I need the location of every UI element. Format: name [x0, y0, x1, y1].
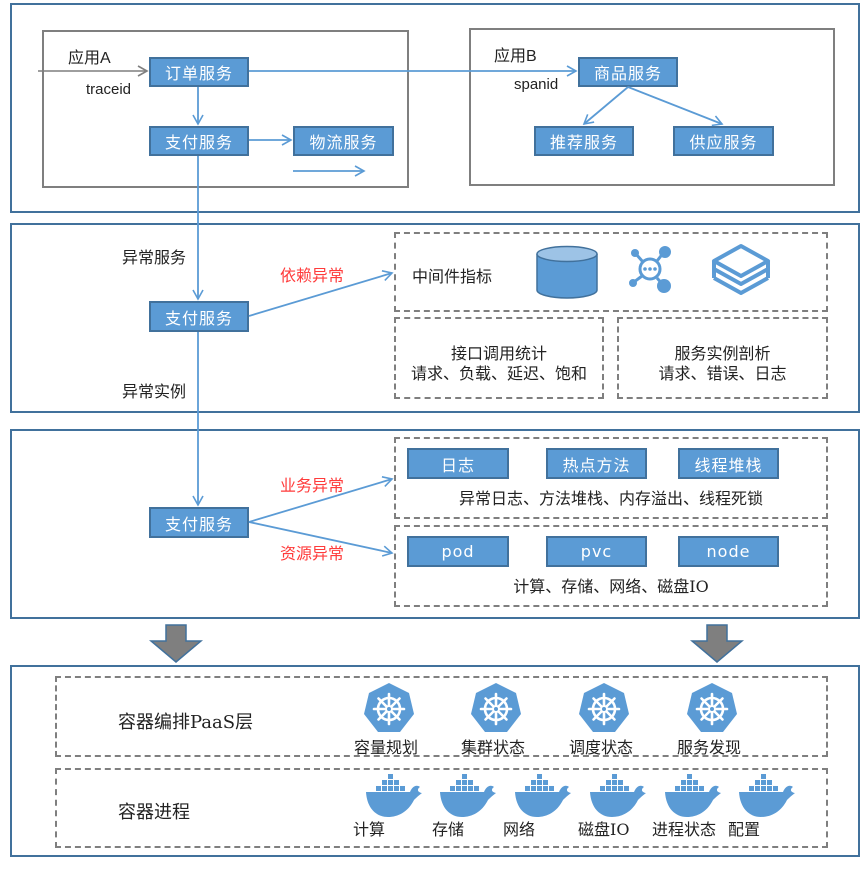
business-anomaly-desc: 异常日志、方法堆栈、内存溢出、线程死锁 — [458, 489, 763, 508]
interface-stats-title: 接口调用统计 — [450, 344, 547, 363]
process-layer-box — [55, 768, 828, 848]
resource-anomaly-box — [394, 525, 828, 607]
down-arrow-icon — [149, 624, 203, 663]
docker-icon — [515, 774, 571, 817]
docker-icon — [440, 774, 496, 817]
business-anomaly-box — [394, 437, 828, 519]
docker-item-label: 存储 — [432, 820, 465, 839]
node-button[interactable]: node — [678, 536, 779, 567]
paas-layer-title: 容器编排PaaS层 — [118, 708, 253, 734]
instance-profile-box — [617, 317, 828, 399]
middleware-metrics-box — [394, 232, 828, 312]
app-a-box — [42, 30, 409, 188]
resource-anomaly-label: 资源异常 — [280, 544, 345, 563]
kubernetes-icon — [471, 683, 521, 732]
dependency-anomaly-label: 依赖异常 — [280, 266, 345, 285]
instance-profile-items: 请求、错误、日志 — [658, 364, 787, 383]
business-anomaly-label: 业务异常 — [280, 476, 345, 495]
docker-item-label: 计算 — [353, 820, 386, 839]
docker-item-label: 磁盘IO — [578, 820, 630, 839]
docker-icon — [366, 774, 422, 817]
middleware-metrics-title: 中间件指标 — [412, 267, 493, 286]
hot-method-button[interactable]: 热点方法 — [546, 448, 647, 479]
docker-icon — [739, 774, 795, 817]
recommend-service[interactable]: 推荐服务 — [534, 126, 634, 156]
resource-anomaly-desc: 计算、存储、网络、磁盘IO — [513, 577, 709, 596]
k8s-item-label: 集群状态 — [461, 738, 526, 757]
traceid-label: traceid — [86, 81, 132, 98]
payment-service-mid[interactable]: 支付服务 — [149, 301, 249, 332]
docker-icon — [665, 774, 721, 817]
interface-stats-box — [394, 317, 604, 399]
kubernetes-icon — [364, 683, 414, 732]
anomaly-service-label: 异常服务 — [122, 248, 187, 267]
kubernetes-icon — [579, 683, 629, 732]
database-icon — [536, 245, 598, 299]
app-a-title: 应用A — [68, 50, 111, 67]
payment-service[interactable]: 支付服务 — [149, 126, 249, 156]
pod-button[interactable]: pod — [407, 536, 509, 567]
log-button[interactable]: 日志 — [407, 448, 509, 479]
pvc-button[interactable]: pvc — [546, 536, 647, 567]
payment-service-low[interactable]: 支付服务 — [149, 507, 249, 538]
network-hub-icon — [629, 246, 671, 293]
interface-stats-items: 请求、负载、延迟、饱和 — [410, 364, 587, 383]
paas-layer-box — [55, 676, 828, 757]
process-layer-title: 容器进程 — [118, 802, 190, 823]
kubernetes-icon — [687, 683, 737, 732]
supply-service[interactable]: 供应服务 — [673, 126, 774, 156]
app-b-box — [469, 28, 835, 186]
instance-profile-title: 服务实例剖析 — [674, 344, 771, 363]
layers-icon — [712, 244, 770, 295]
docker-item-label: 配置 — [728, 820, 761, 839]
order-service[interactable]: 订单服务 — [149, 57, 249, 87]
app-b-title: 应用B — [494, 48, 537, 65]
thread-stack-button[interactable]: 线程堆栈 — [678, 448, 779, 479]
paas-layer-title-text: 容器编排PaaS层 — [118, 712, 254, 733]
down-arrow-icon — [690, 624, 744, 663]
product-service[interactable]: 商品服务 — [578, 57, 678, 87]
k8s-item-label: 调度状态 — [569, 738, 634, 757]
spanid-label: spanid — [514, 76, 559, 93]
k8s-item-label: 容量规划 — [354, 738, 419, 757]
logistics-service[interactable]: 物流服务 — [293, 126, 394, 156]
docker-item-label: 进程状态 — [652, 820, 717, 839]
docker-item-label: 网络 — [503, 820, 536, 839]
k8s-item-label: 服务发现 — [677, 738, 742, 757]
docker-icon — [590, 774, 646, 817]
anomaly-instance-label: 异常实例 — [122, 382, 187, 401]
